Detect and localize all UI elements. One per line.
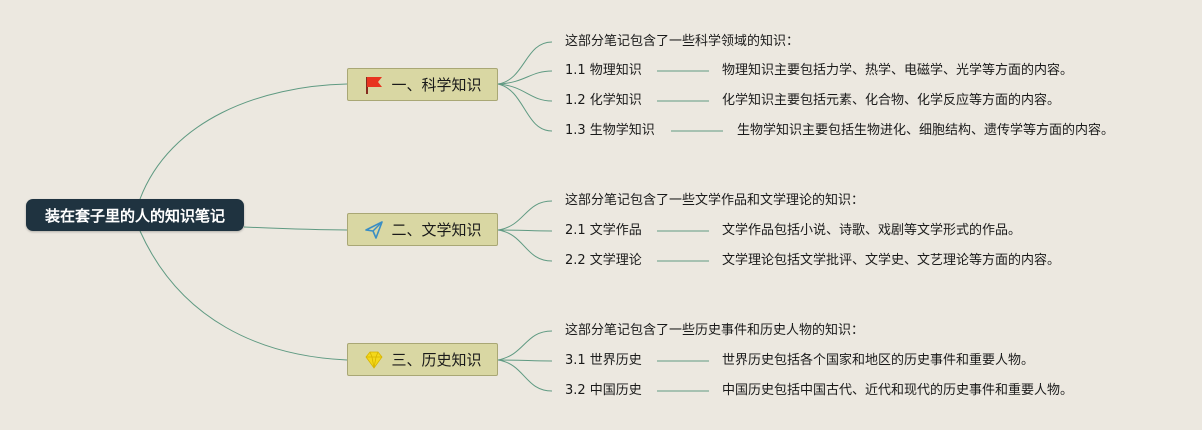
- edge-b1-summary: [497, 41, 553, 85]
- branch-history-label: 三、历史知识: [391, 351, 482, 369]
- topic-chinese-history[interactable]: 3.2 中国历史: [565, 383, 642, 398]
- branch-science[interactable]: 一、科学知识: [347, 68, 498, 101]
- branch-science-summary: 这部分笔记包含了一些科学领域的知识：: [565, 34, 800, 49]
- topic-physics-desc: 物理知识主要包括力学、热学、电磁学、光学等方面的内容。: [722, 63, 1074, 78]
- topic-chemistry[interactable]: 1.2 化学知识: [565, 93, 642, 108]
- edge-b3-item-2: [497, 359, 553, 392]
- edge-b2-summary: [497, 200, 553, 231]
- edge-b2-item-1: [497, 229, 553, 232]
- edge-b2-item-2: [497, 229, 553, 262]
- edge-root-branch-3: [139, 230, 348, 361]
- root-topic[interactable]: 装在套子里的人的知识笔记: [26, 199, 244, 231]
- branch-literature[interactable]: 二、文学知识: [347, 213, 498, 246]
- topic-literary-theory[interactable]: 2.2 文学理论: [565, 253, 642, 268]
- topic-chemistry-desc: 化学知识主要包括元素、化合物、化学反应等方面的内容。: [722, 93, 1061, 108]
- edge-b3-item-1: [497, 359, 553, 362]
- edge-root-branch-1: [139, 83, 348, 200]
- edge-b3-summary: [497, 330, 553, 361]
- branch-literature-summary: 这部分笔记包含了一些文学作品和文学理论的知识：: [565, 193, 865, 208]
- topic-biology-desc: 生物学知识主要包括生物进化、细胞结构、遗传学等方面的内容。: [737, 123, 1115, 138]
- branch-history[interactable]: 三、历史知识: [347, 343, 498, 376]
- topic-physics[interactable]: 1.1 物理知识: [565, 63, 642, 78]
- branch-history-summary: 这部分笔记包含了一些历史事件和历史人物的知识：: [565, 323, 865, 338]
- edge-b1-item-2: [497, 83, 553, 102]
- topic-biology[interactable]: 1.3 生物学知识: [565, 123, 655, 138]
- paper-plane-icon: [363, 219, 385, 241]
- red-flag-icon: [363, 74, 385, 96]
- topic-literary-theory-desc: 文学理论包括文学批评、文学史、文艺理论等方面的内容。: [722, 253, 1061, 268]
- edge-root-branch-2: [243, 226, 348, 231]
- root-topic-label: 装在套子里的人的知识笔记: [44, 206, 225, 225]
- topic-world-history-desc: 世界历史包括各个国家和地区的历史事件和重要人物。: [722, 353, 1035, 368]
- edge-b1-item-3: [497, 83, 553, 132]
- branch-literature-label: 二、文学知识: [391, 221, 482, 239]
- topic-chinese-history-desc: 中国历史包括中国古代、近代和现代的历史事件和重要人物。: [722, 383, 1074, 398]
- edge-b1-item-1: [497, 70, 553, 85]
- topic-world-history[interactable]: 3.1 世界历史: [565, 353, 642, 368]
- gem-icon: [363, 349, 385, 371]
- topic-literary-works-desc: 文学作品包括小说、诗歌、戏剧等文学形式的作品。: [722, 223, 1022, 238]
- branch-science-label: 一、科学知识: [391, 76, 482, 94]
- topic-literary-works[interactable]: 2.1 文学作品: [565, 223, 642, 238]
